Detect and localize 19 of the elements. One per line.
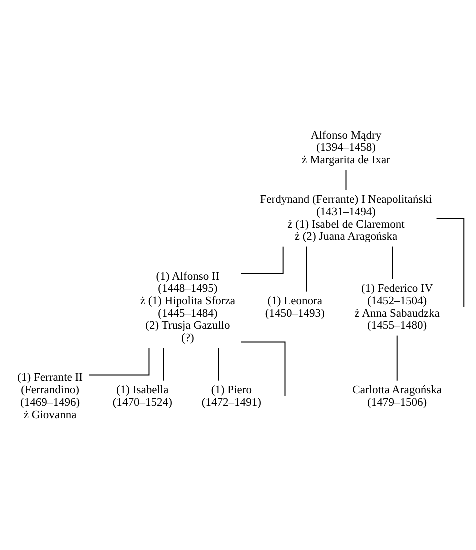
connector <box>436 218 465 308</box>
connector <box>346 169 347 190</box>
node-text: (1) Ferrante II (Ferrandino) (1469–1496) ż Giovanna <box>18 372 83 421</box>
node-text: Ferdynand (Ferrante) I Neapolitański (1431–1494) ż (1) Isabel de Claremont ż (2) Juana Aragońska <box>260 194 432 243</box>
connector <box>392 246 394 280</box>
node-text: (1) Leonora (1450–1493) <box>265 295 325 320</box>
node-text: Carlotta Aragońska (1479–1506) <box>352 384 442 408</box>
connector <box>306 246 308 292</box>
node-text: Alfonso Mądry (1394–1458) ż Margarita de Ixar <box>302 129 390 166</box>
node-text: (1) Isabella (1470–1524) <box>112 384 172 408</box>
connector <box>88 347 150 376</box>
connector <box>396 334 398 381</box>
node-text: (1) Piero (1472–1491) <box>202 384 262 408</box>
connector <box>240 341 286 396</box>
connector <box>240 246 284 274</box>
node-text: (1) Alfonso II (1448–1495) ż (1) Hipolita Sforza (1445–1484) (2) Trusja Gazullo (?) <box>140 270 236 344</box>
connector <box>163 347 164 381</box>
node-text: (1) Federico IV (1452–1504) ż Anna Sabaudzka (1455–1480) <box>354 282 440 332</box>
connector <box>218 347 220 381</box>
